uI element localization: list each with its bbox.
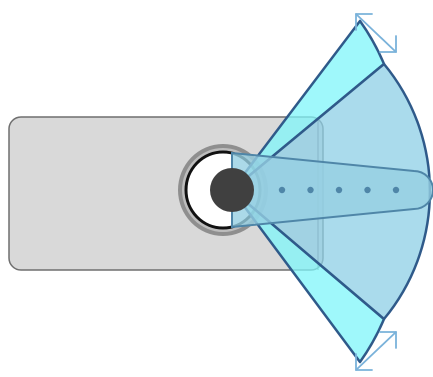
servo-hub [210, 168, 254, 212]
arm-hole [307, 187, 313, 193]
arm-hole [364, 187, 370, 193]
arm-hole [279, 187, 285, 193]
arm-hole [336, 187, 342, 193]
arm-hole [393, 187, 399, 193]
